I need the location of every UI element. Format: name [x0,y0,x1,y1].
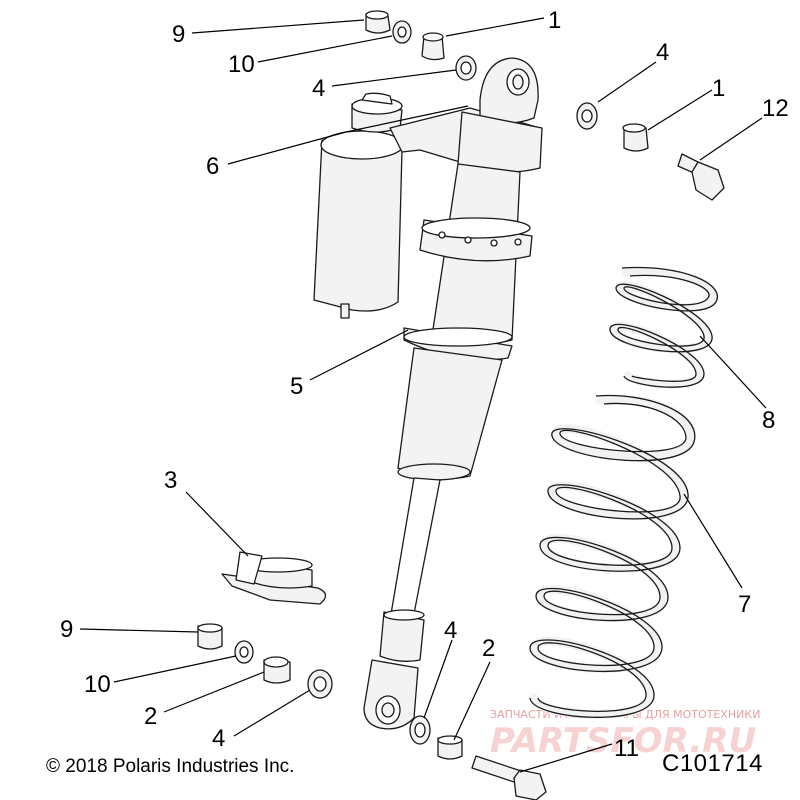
watermark: ЗАПЧАСТИ И АКСЕССУАРЫ ДЛЯ МОТОТЕХНИКИ PA… [490,708,760,761]
callout-numbers: 9 10 4 1 6 4 1 12 5 8 7 3 9 10 2 4 4 2 1… [60,7,789,762]
shock-body-upper [419,111,543,345]
callout-9-top: 9 [172,21,185,48]
upper-eyelet [479,57,539,124]
callout-5: 5 [290,373,303,400]
callout-4-right: 4 [656,39,669,66]
lower-clevis [363,659,419,730]
callout-1-right: 1 [712,75,725,102]
part-3-bracket [221,551,327,605]
callout-12: 12 [762,95,789,122]
callout-4-bottom: 4 [212,725,225,752]
figure-id: C101714 [662,750,763,777]
shock-shaft [379,477,441,662]
hardware-pieces [197,10,725,800]
callout-7: 7 [738,591,751,618]
callout-1-top: 1 [548,7,561,34]
shock-absorber-assembly [313,57,543,730]
callout-10-top: 10 [228,51,255,78]
main-spring [529,394,696,719]
callout-2-left: 2 [144,703,157,730]
watermark-logo: PARTSFOR.RU [490,721,756,761]
callout-3: 3 [164,467,177,494]
bushing-1-top [421,35,445,61]
callout-2-bottom: 2 [482,635,495,662]
callout-8: 8 [762,407,775,434]
callout-4-top: 4 [312,75,325,102]
callout-4-mid: 4 [444,617,457,644]
callout-6: 6 [206,153,219,180]
copyright-notice: © 2018 Polaris Industries Inc. [46,756,295,777]
callout-9-bottom: 9 [60,616,73,643]
tender-spring [609,266,719,389]
callout-10-bottom: 10 [84,671,111,698]
leader-lines [79,17,767,773]
callout-11: 11 [614,735,639,762]
shock-body-lower [397,347,503,481]
